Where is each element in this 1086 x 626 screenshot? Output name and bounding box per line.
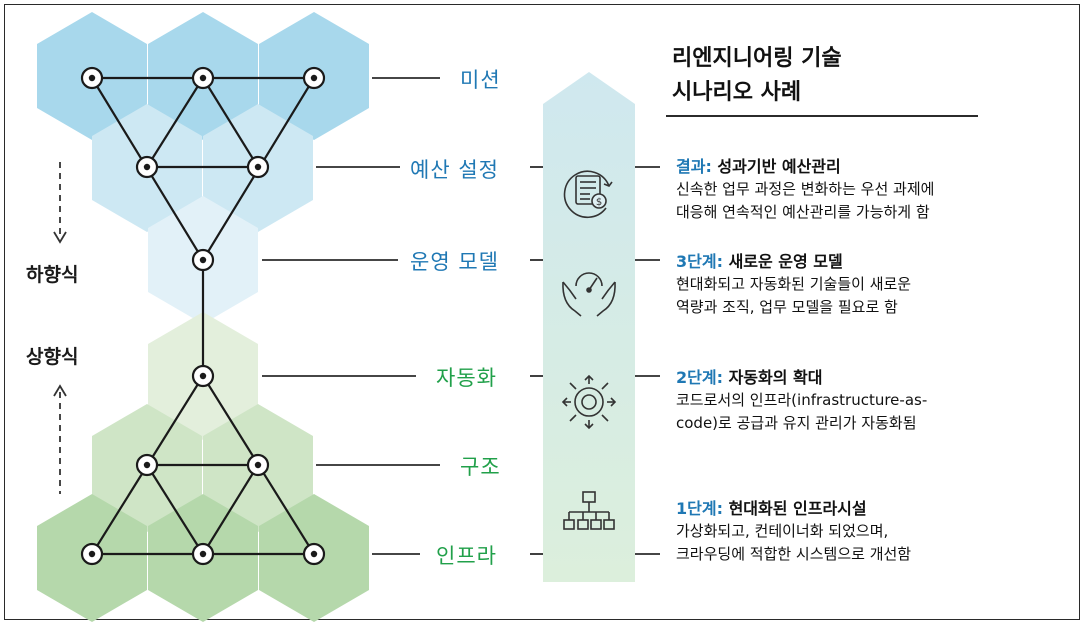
step-1: 1단계: 현대화된 인프라시설 가상화되고, 컨테이너화 되었으며, 크라우딩에… xyxy=(676,498,1076,566)
step-result: 결과: 성과기반 예산관리 신속한 업무 과정은 변화하는 우선 과제에 대응해… xyxy=(676,156,1076,224)
node-pin xyxy=(191,542,215,566)
top-down-label: 하향식 xyxy=(26,264,79,286)
diagram-title-line-1: 리엔지니어링 기술 xyxy=(672,46,842,71)
gear-arrows-icon xyxy=(561,374,617,430)
node-pin xyxy=(135,453,159,477)
step-title: 자동화의 확대 xyxy=(728,368,823,387)
level-label-operating-model: 운영 모델 xyxy=(410,250,499,274)
level-label-infra: 인프라 xyxy=(436,544,497,568)
edge xyxy=(146,77,204,168)
step-title: 새로운 운영 모델 xyxy=(728,252,843,271)
step-heading: 2단계: 자동화의 확대 xyxy=(676,367,1076,389)
step-prefix: 결과: xyxy=(676,157,712,176)
step-connectors xyxy=(635,166,660,555)
figure-border xyxy=(4,4,1080,620)
step-title: 현대화된 인프라시설 xyxy=(728,499,867,518)
bottom-up-label: 상향식 xyxy=(26,346,79,368)
step-heading: 3단계: 새로운 운영 모델 xyxy=(676,251,1076,273)
step-desc-line: 현대화되고 자동화된 기술들이 새로운 xyxy=(676,275,912,293)
step-prefix: 2단계: xyxy=(676,368,723,387)
step-heading: 1단계: 현대화된 인프라시설 xyxy=(676,498,1076,520)
step-3: 3단계: 새로운 운영 모델 현대화되고 자동화된 기술들이 새로운 역량과 조… xyxy=(676,251,1076,319)
step-title: 성과기반 예산관리 xyxy=(717,157,841,176)
node-pin xyxy=(246,453,270,477)
step-desc-line: 코드로서의 인프라(infrastructure-as- xyxy=(676,391,928,409)
edge xyxy=(146,464,204,555)
level-label-mission: 미션 xyxy=(460,68,501,92)
node-pin xyxy=(302,542,326,566)
step-desc-line: 크라우딩에 적합한 시스템으로 개선함 xyxy=(676,545,912,563)
hierarchy-icon xyxy=(563,491,615,530)
svg-text:$: $ xyxy=(596,197,602,208)
step-desc-line: 대응해 연속적인 예산관리를 가능하게 함 xyxy=(676,203,930,221)
level-leader-lines xyxy=(262,77,543,555)
step-desc-line: 역량과 조직, 업무 모델을 필요로 함 xyxy=(676,298,898,316)
node-pin xyxy=(191,66,215,90)
step-desc-line: 신속한 업무 과정은 변화하는 우선 과제에 xyxy=(676,180,935,198)
node-pin xyxy=(246,155,270,179)
node-pin xyxy=(135,155,159,179)
level-label-automation: 자동화 xyxy=(436,366,497,390)
node-pin xyxy=(191,248,215,272)
top-down-arrowhead xyxy=(53,231,67,244)
step-2: 2단계: 자동화의 확대 코드로서의 인프라(infrastructure-as… xyxy=(676,367,1076,435)
node-pin xyxy=(302,66,326,90)
diagram-title-line-2: 시나리오 사례 xyxy=(672,80,802,105)
node-pin xyxy=(80,66,104,90)
step-desc-line: code)로 공급과 유지 관리가 자동화됨 xyxy=(676,414,917,432)
edge xyxy=(202,77,259,168)
step-prefix: 1단계: xyxy=(676,499,723,518)
edge xyxy=(202,464,259,555)
calculator-dollar-icon: $ xyxy=(563,170,613,219)
hands-gauge-icon xyxy=(562,272,616,317)
progress-arrow-band xyxy=(543,72,635,582)
step-prefix: 3단계: xyxy=(676,252,723,271)
level-label-budget: 예산 설정 xyxy=(410,158,499,182)
node-pin xyxy=(191,364,215,388)
step-desc-line: 가상화되고, 컨테이너화 되었으며, xyxy=(676,522,889,540)
node-pin xyxy=(80,542,104,566)
level-label-structure: 구조 xyxy=(460,455,501,479)
step-heading: 결과: 성과기반 예산관리 xyxy=(676,156,1076,178)
bottom-up-arrowhead xyxy=(53,384,67,397)
direction-arrows xyxy=(53,162,67,494)
